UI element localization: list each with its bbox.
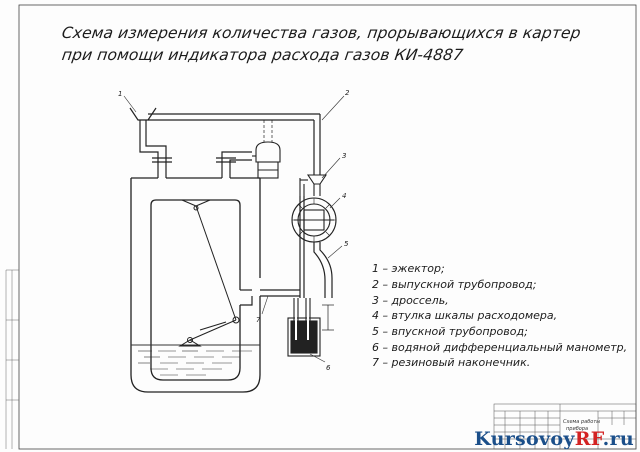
callout-4: 4 [342,192,346,200]
crankcase [130,177,261,393]
callout-3: 3 [342,152,346,160]
legend-item-6: 6 – водяной дифференциальный манометр, [372,341,628,354]
outlet-pipe [313,114,321,175]
legend-item-2: 2 – выпускной трубопровод; [372,278,537,291]
callout-7: 7 [256,316,261,324]
watermark-part-3: .ru [602,428,634,450]
flowmeter [291,197,337,243]
callout-leaders [123,95,345,363]
drawing-title-line-1: Схема измерения количества газов, прорыв… [60,24,582,42]
stamp-drawing-name-2: прибора [566,426,589,432]
breather-left [139,120,172,178]
legend-item-1: 1 – эжектор; [372,262,445,275]
water-manometer [287,298,334,357]
inlet-pipe [240,196,333,306]
legend-item-3: 3 – дроссель, [372,294,449,307]
watermark-part-1: Kursovoy [474,428,575,450]
title-block [493,403,637,450]
legend-item-4: 4 – втулка шкалы расходомера, [372,309,558,322]
callout-5: 5 [344,240,349,248]
callout-1: 1 [118,90,122,98]
watermark-logo: KursovoyRF.ru [474,428,634,450]
stamp-drawing-name: Схема работы [563,419,601,425]
legend-item-5: 5 – впускной трубопровод; [372,325,528,338]
callout-6: 6 [326,364,331,372]
sheet-frame [18,4,637,450]
air-filter [252,120,281,179]
oil-sump [131,344,260,376]
callout-2: 2 [345,89,350,97]
throttle [299,174,328,196]
crank-mechanism [178,199,240,347]
watermark-part-2: RF [574,428,603,450]
ejector [129,107,320,121]
breather-right [216,151,252,178]
drawing-title-line-2: при помощи индикатора расхода газов КИ-4… [60,46,465,64]
legend-item-7: 7 – резиновый наконечник. [372,356,531,369]
